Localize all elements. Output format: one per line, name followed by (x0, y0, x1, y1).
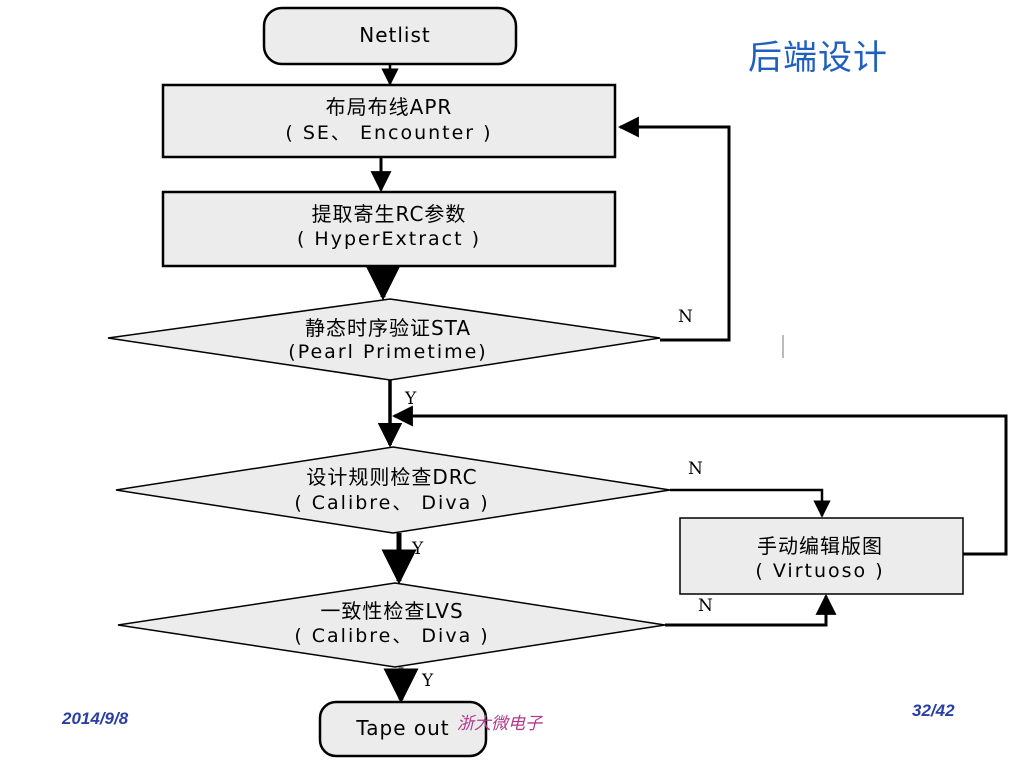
apr-tools: ( SE、 Encounter ) (285, 122, 492, 144)
lvs-yes-label: Y (421, 671, 434, 691)
rc-tools: ( HyperExtract ) (297, 228, 481, 250)
netlist-label: Netlist (359, 23, 430, 47)
edge-drc-no (670, 488, 831, 518)
drc-yes-label: Y (411, 539, 424, 559)
sta-yes-label: Y (404, 389, 417, 409)
edit-tools: ( Virtuoso ) (755, 560, 884, 582)
edit-node (679, 517, 964, 595)
sta-tools: (Pearl Primetime) (288, 341, 487, 363)
rc-label: 提取寄生RC参数 (312, 202, 467, 226)
tapeout-label: Tape out (355, 716, 449, 740)
drc-label: 设计规则检查DRC (306, 465, 477, 489)
edge-lvs-no (665, 593, 837, 627)
footer-org: 浙大微电子 (457, 714, 542, 734)
apr-label: 布局布线APR (326, 95, 453, 119)
drc-tools: ( Calibre、 Diva ) (294, 492, 489, 514)
lvs-node (117, 582, 666, 668)
slide-title: 后端设计 (748, 38, 888, 78)
lvs-label: 一致性检查LVS (320, 599, 463, 623)
sta-no-label: N (678, 307, 693, 327)
edit-label: 手动编辑版图 (757, 534, 883, 558)
lvs-no-label: N (698, 596, 713, 616)
footer-date: 2014/9/8 (62, 709, 129, 728)
drc-no-label: N (688, 459, 703, 479)
lvs-tools: ( Calibre、 Diva ) (294, 625, 489, 647)
edge-sta-no-loop (617, 116, 731, 342)
sta-label: 静态时序验证STA (305, 316, 471, 340)
footer-page-number: 32/42 (912, 701, 955, 720)
drc-node (115, 446, 671, 534)
apr-node (161, 83, 617, 159)
edge-edit-loop (391, 405, 1008, 556)
